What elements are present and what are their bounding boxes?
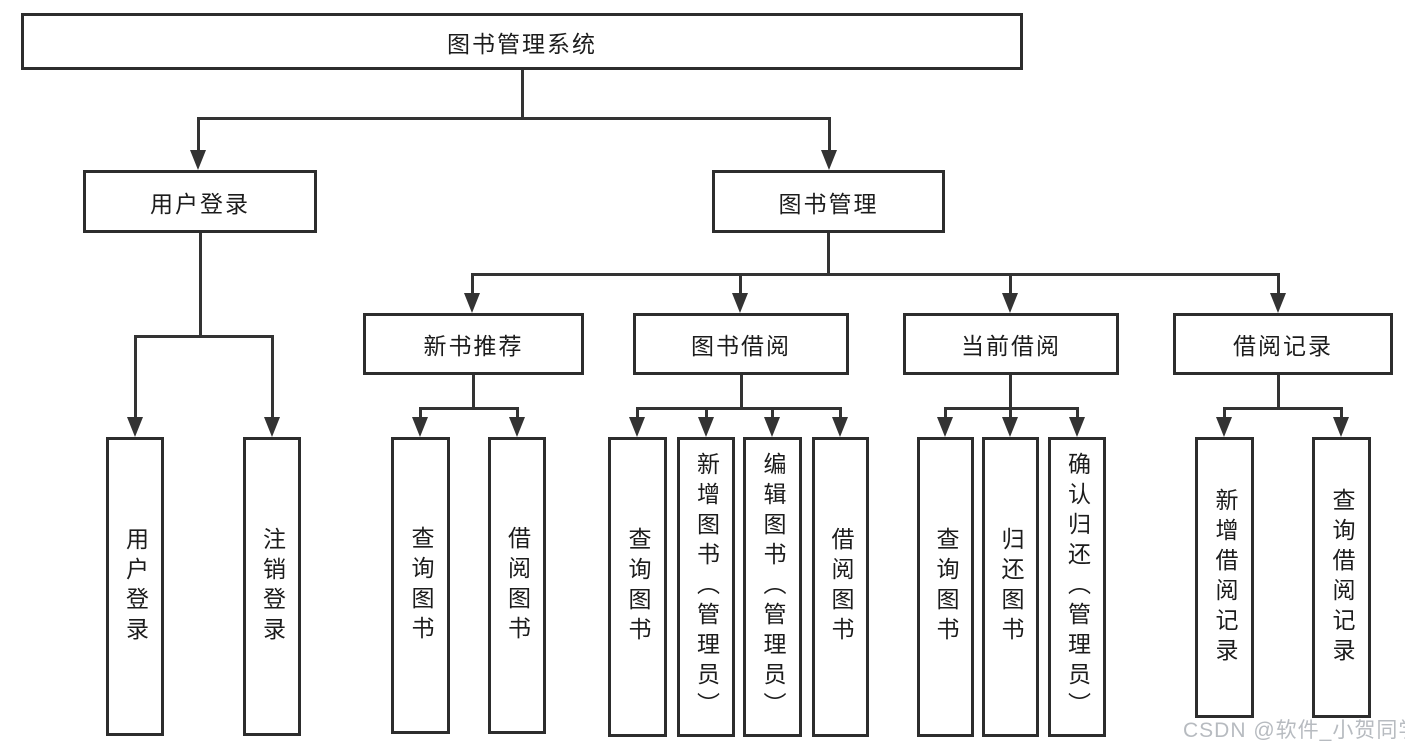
connector-line [199, 233, 202, 337]
connector-line [134, 335, 274, 338]
connector-line [636, 407, 842, 410]
leaf-user-login: 用户登录 [106, 437, 164, 736]
connector-line [1223, 407, 1343, 410]
leaf-edit-book-admin: 编辑图书（管理员） [743, 437, 802, 737]
arrow-down-icon [1333, 417, 1349, 437]
arrow-down-icon [937, 417, 953, 437]
node-label: 新增借阅记录 [1212, 487, 1238, 668]
arrow-down-icon [1069, 417, 1085, 437]
arrow-down-icon [698, 417, 714, 437]
arrow-down-icon [1002, 293, 1018, 313]
leaf-borrow-books-recommend: 借阅图书 [488, 437, 546, 734]
arrow-down-icon [629, 417, 645, 437]
node-user-login: 用户登录 [83, 170, 317, 233]
node-label: 图书借阅 [691, 333, 791, 359]
node-library-management-system: 图书管理系统 [21, 13, 1023, 70]
leaf-query-borrow-record: 查询借阅记录 [1312, 437, 1371, 718]
node-new-book-recommend: 新书推荐 [363, 313, 584, 375]
leaf-add-borrow-record: 新增借阅记录 [1195, 437, 1254, 718]
connector-line [944, 407, 947, 419]
connector-line [739, 273, 742, 295]
node-label: 查询图书 [625, 527, 651, 647]
leaf-add-book-admin: 新增图书（管理员） [677, 437, 735, 737]
connector-line [1076, 407, 1079, 419]
arrow-down-icon [1270, 293, 1286, 313]
node-label: 查询图书 [933, 527, 959, 647]
connector-line [471, 273, 1279, 276]
node-label: 注销登录 [259, 526, 286, 647]
node-label: 图书管理 [778, 190, 879, 217]
leaf-query-books-current: 查询图书 [917, 437, 974, 737]
connector-line [1277, 273, 1280, 295]
connector-line [271, 335, 274, 419]
arrow-down-icon [832, 417, 848, 437]
node-label: 新书推荐 [423, 333, 524, 359]
leaf-return-books: 归还图书 [982, 437, 1039, 737]
connector-line [419, 407, 422, 419]
node-borrow-records: 借阅记录 [1173, 313, 1393, 375]
node-label: 借阅记录 [1233, 333, 1333, 359]
connector-line [740, 375, 743, 408]
connector-line [636, 407, 639, 419]
leaf-query-books-borrow: 查询图书 [608, 437, 667, 737]
leaf-borrow-books: 借阅图书 [812, 437, 869, 737]
node-label: 借阅图书 [828, 527, 854, 647]
connector-line [771, 407, 774, 419]
connector-line [471, 273, 474, 295]
node-label: 确认归还（管理员） [1064, 452, 1091, 722]
connector-line [472, 375, 475, 408]
arrow-down-icon [1002, 417, 1018, 437]
arrow-down-icon [464, 293, 480, 313]
connector-line [521, 70, 524, 117]
csdn-watermark: CSDN @软件_小贺同学 [1183, 719, 1405, 742]
connector-line [197, 117, 200, 153]
arrow-down-icon [764, 417, 780, 437]
arrow-down-icon [1216, 417, 1232, 437]
node-label: 归还图书 [998, 527, 1024, 647]
connector-line [134, 335, 137, 419]
connector-line [516, 407, 519, 419]
connector-line [1340, 407, 1343, 419]
node-book-borrow: 图书借阅 [633, 313, 849, 375]
connector-line [1009, 375, 1012, 408]
arrow-down-icon [127, 417, 143, 437]
node-label: 编辑图书（管理员） [760, 452, 786, 722]
connector-line [1009, 407, 1012, 419]
node-book-management: 图书管理 [712, 170, 945, 233]
node-label: 用户登录 [150, 190, 250, 217]
node-label: 借阅图书 [504, 525, 531, 646]
arrow-down-icon [412, 417, 428, 437]
arrow-down-icon [821, 150, 837, 170]
connector-line [1277, 375, 1280, 408]
arrow-down-icon [732, 293, 748, 313]
arrow-down-icon [264, 417, 280, 437]
connector-line [1223, 407, 1226, 419]
connector-line [827, 233, 830, 275]
leaf-logout: 注销登录 [243, 437, 301, 736]
node-current-borrow: 当前借阅 [903, 313, 1119, 375]
node-label: 查询图书 [408, 525, 434, 646]
node-label: 当前借阅 [961, 333, 1061, 359]
connector-line [1009, 273, 1012, 295]
connector-line [705, 407, 708, 419]
node-label: 查询借阅记录 [1329, 487, 1355, 668]
node-label: 用户登录 [122, 526, 149, 647]
node-label: 新增图书（管理员） [693, 452, 720, 722]
connector-line [839, 407, 842, 419]
connector-line [197, 117, 830, 120]
arrow-down-icon [509, 417, 525, 437]
leaf-query-books-recommend: 查询图书 [391, 437, 450, 734]
arrow-down-icon [190, 150, 206, 170]
node-label: 图书管理系统 [447, 30, 597, 57]
connector-line [419, 407, 519, 410]
leaf-confirm-return-admin: 确认归还（管理员） [1048, 437, 1106, 737]
connector-line [828, 117, 831, 153]
